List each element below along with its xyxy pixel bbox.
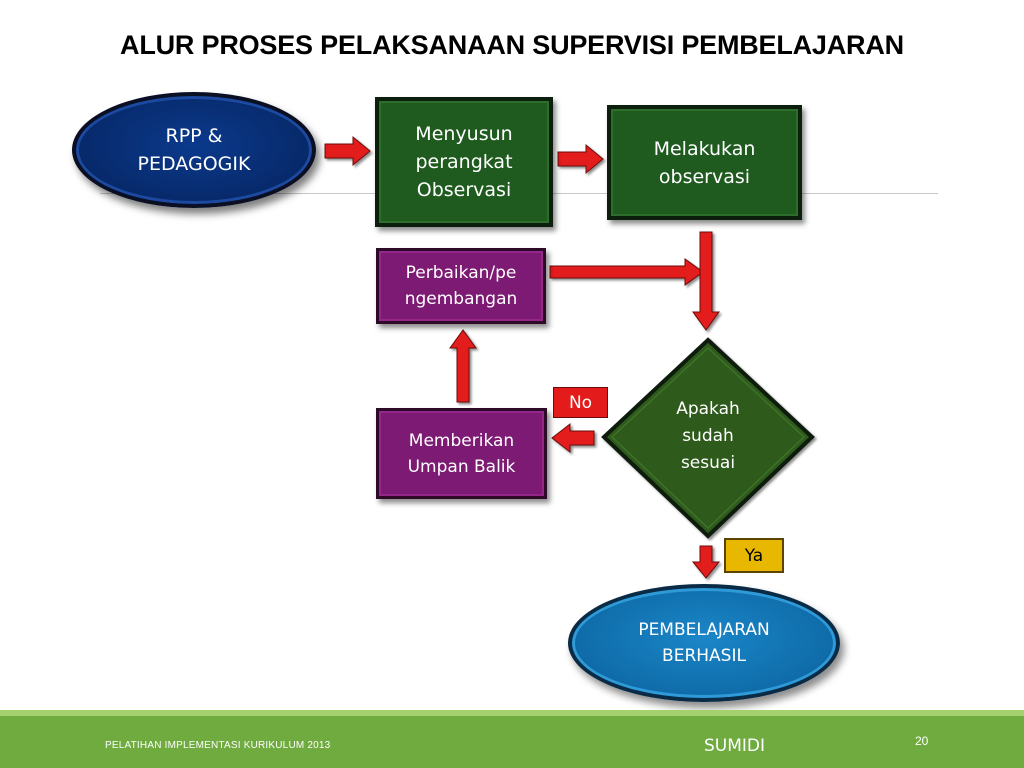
node-perbaikan-pengembangan: Perbaikan/pe ngembangan <box>376 248 546 324</box>
node-menyusun-perangkat: Menyusun perangkat Observasi <box>375 97 553 227</box>
node-perbaikan-line1: Perbaikan/pe <box>405 263 517 283</box>
node-rpp-pedagogik: RPP & PEDAGOGIK <box>72 92 316 208</box>
decision-line2: sudah <box>682 426 734 446</box>
arrow-diamond-to-memberikan <box>551 422 595 454</box>
label-ya: Ya <box>724 538 784 573</box>
decision-diamond <box>601 337 815 539</box>
decision-diamond-inner <box>610 346 806 530</box>
footer-left-text: PELATIHAN IMPLEMENTASI KURIKULUM 2013 <box>105 740 331 751</box>
decision-text: Apakah sudah sesuai <box>640 396 776 477</box>
node-memberikan-umpan-balik: Memberikan Umpan Balik <box>376 408 547 499</box>
node-berhasil-line2: BERHASIL <box>662 646 746 666</box>
arrow-rpp-to-menyusun <box>324 135 371 167</box>
node-berhasil-line1: PEMBELAJARAN <box>638 620 770 640</box>
page-title: ALUR PROSES PELAKSANAAN SUPERVISI PEMBEL… <box>120 30 904 60</box>
decision-line3: sesuai <box>680 453 736 473</box>
node-menyusun-line3: Observasi <box>416 179 512 201</box>
node-melakukan-line2: observasi <box>658 165 751 188</box>
footer-bar <box>0 710 1024 768</box>
arrow-menyusun-to-melakukan <box>557 143 604 175</box>
label-no: No <box>553 387 608 418</box>
node-perbaikan-line2: ngembangan <box>404 289 518 309</box>
arrow-memberikan-to-perbaikan <box>449 329 477 403</box>
node-melakukan-line1: Melakukan <box>653 137 756 160</box>
arrow-melakukan-to-diamond <box>692 231 720 331</box>
node-rpp-line1: RPP & <box>165 125 223 147</box>
node-memberikan-line1: Memberikan <box>408 430 515 451</box>
node-pembelajaran-berhasil: PEMBELAJARAN BERHASIL <box>568 584 840 702</box>
node-memberikan-line2: Umpan Balik <box>407 456 516 477</box>
node-menyusun-line2: perangkat <box>415 151 513 173</box>
footer-author: SUMIDI <box>704 736 766 756</box>
node-rpp-line2: PEDAGOGIK <box>137 153 251 175</box>
page-number: 20 <box>915 734 929 748</box>
node-menyusun-line1: Menyusun <box>415 123 513 145</box>
decision-line1: Apakah <box>676 399 740 419</box>
arrow-diamond-to-berhasil <box>691 545 721 579</box>
node-melakukan-observasi: Melakukan observasi <box>607 105 802 220</box>
arrow-perbaikan-right <box>549 258 704 286</box>
